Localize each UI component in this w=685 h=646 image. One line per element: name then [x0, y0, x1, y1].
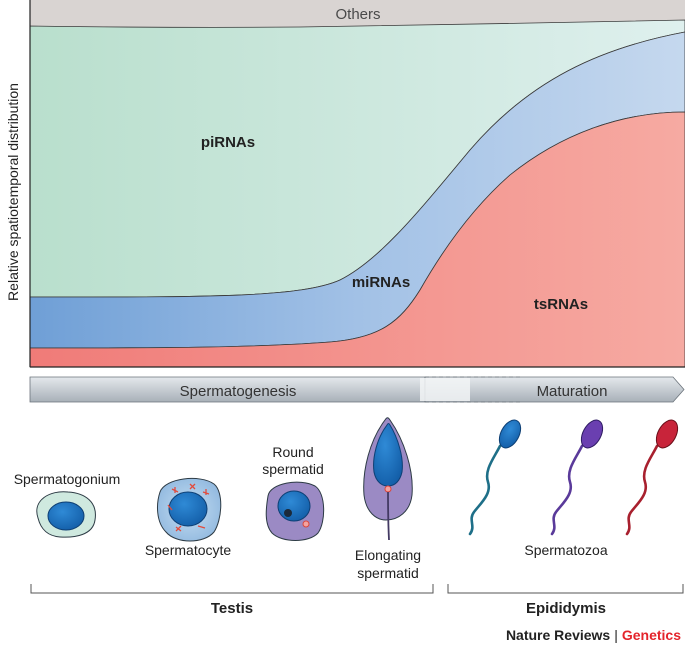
- epididymis-bracket-line: [447, 584, 684, 594]
- spermatozoon-red-tail: [625, 444, 659, 536]
- y-axis-label: Relative spatiotemporal distribution: [5, 83, 21, 301]
- credit-journal: Nature Reviews: [506, 627, 610, 643]
- chromosome-marks: [167, 483, 210, 532]
- elongating-spermatid-nucleus: [373, 423, 403, 487]
- spermatozoon-purple: [550, 419, 604, 536]
- credit-text: Nature Reviews|Genetics: [506, 627, 681, 643]
- spermatocyte-label: Spermatocyte: [145, 542, 232, 558]
- round-spermatid-label-line1: Round: [272, 444, 313, 460]
- epididymis-label: Epididymis: [526, 600, 606, 617]
- mirnas-label: miRNAs: [352, 274, 410, 291]
- elongating-spermatid-tail: [387, 491, 390, 541]
- credit-separator: |: [614, 627, 618, 643]
- spermatocyte-cell: Spermatocyte: [145, 478, 232, 558]
- spermatozoon-blue-tail: [468, 444, 502, 536]
- chromatoid-body: [284, 509, 292, 517]
- round-spermatid-nucleus: [277, 490, 311, 522]
- testis-label: Testis: [211, 600, 253, 617]
- elongating-spermatid-cell: Elongating spermatid: [355, 417, 421, 581]
- spermatogenesis-label: Spermatogenesis: [180, 383, 297, 400]
- epididymis-bracket: Epididymis: [447, 584, 684, 617]
- spermatogonium-cell: Spermatogonium: [14, 471, 121, 538]
- pirnas-label: piRNAs: [201, 134, 255, 151]
- tsrnas-label: tsRNAs: [534, 296, 588, 313]
- journal-credit: Nature Reviews|Genetics: [506, 627, 681, 643]
- spermatogonium-label: Spermatogonium: [14, 471, 121, 487]
- round-spermatid-cell: Round spermatid: [262, 444, 325, 541]
- transition-fade: [420, 378, 470, 401]
- elongating-spermatid-dot: [384, 485, 392, 493]
- credit-section: Genetics: [622, 627, 681, 643]
- acrosome-dot: [302, 520, 310, 528]
- spermatozoa-label: Spermatozoa: [524, 542, 607, 558]
- testis-bracket-line: [30, 584, 434, 594]
- spermatogonium-nucleus: [47, 501, 85, 531]
- spermatozoon-red-head: [655, 419, 679, 449]
- spermatozoon-blue: [468, 419, 522, 536]
- spermatocyte-nucleus: [168, 491, 208, 527]
- elongating-spermatid-label-line2: spermatid: [357, 565, 418, 581]
- others-area: [30, 0, 685, 28]
- elongating-spermatid-label-line1: Elongating: [355, 547, 421, 563]
- others-label: Others: [335, 6, 380, 23]
- spermatozoon-blue-head: [498, 419, 522, 449]
- timeline-arrow: Spermatogenesis Maturation: [29, 376, 685, 403]
- maturation-label: Maturation: [537, 383, 608, 400]
- spermatozoon-purple-tail: [550, 444, 584, 536]
- tsrnas-area: [29, 111, 685, 368]
- area-chart: Others piRNAs miRNAs tsRNAs Relative spa…: [5, 0, 685, 368]
- spermatozoon-red: [625, 419, 679, 536]
- spermatozoon-purple-head: [580, 419, 604, 449]
- round-spermatid-label-line2: spermatid: [262, 461, 323, 477]
- testis-bracket: Testis: [30, 584, 434, 617]
